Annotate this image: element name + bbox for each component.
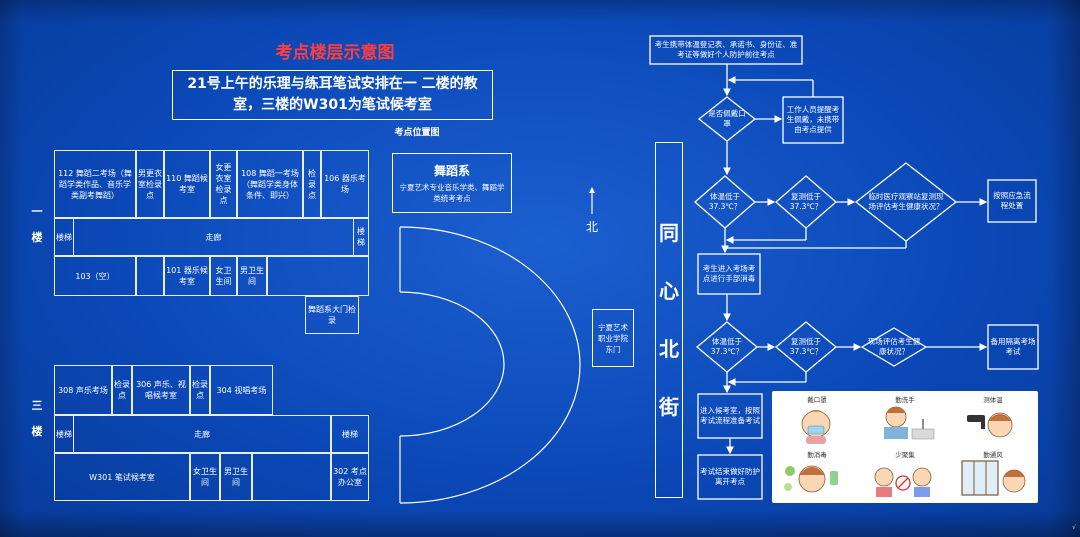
check-point-1: 检录点 xyxy=(303,150,321,218)
floor3-label: 三楼 xyxy=(31,399,43,438)
room-110: 110 舞蹈候考室 xyxy=(164,150,210,218)
flow-waiting: 进入候考室，按照考试流程准备考试 xyxy=(700,406,760,425)
room-112: 112 舞蹈二考场（舞蹈学类作品、音乐学类副考舞蹈） xyxy=(54,150,136,218)
flow-emergency: 按照应急流程处置 xyxy=(993,191,1031,210)
north-label: 北 xyxy=(585,220,598,234)
flow-start: 考生携带体温登记表、承诺书、身份证、准考证等做好个人防护前往考点 xyxy=(654,40,798,59)
north-arrow-icon xyxy=(589,187,595,214)
tip-ventilate: 勤通风 xyxy=(983,451,1003,459)
room-108: 108 舞蹈一考场（舞蹈学类身体条件、即兴） xyxy=(237,150,303,218)
room-103: 103（空） xyxy=(54,256,136,296)
flow-backup-room: 备用隔离考场考试 xyxy=(990,337,1036,356)
tip-temperature: 测体温 xyxy=(983,396,1003,404)
flow-leave: 考试结束做好防护离开考点 xyxy=(700,467,760,486)
flow-q-mask: 是否佩戴口罩 xyxy=(708,109,746,128)
corridor: 走廊 xyxy=(74,218,353,256)
room-w301: W301 笔试候考室 xyxy=(54,453,190,501)
tip-avoid-crowds: 少聚集 xyxy=(895,451,915,459)
male-restroom: 男卫生间 xyxy=(237,256,267,296)
dance-department-name: 舞蹈系 xyxy=(433,164,470,178)
check-point-a: 检录点 xyxy=(112,365,132,415)
male-restroom-3f: 男卫生间 xyxy=(220,453,252,501)
stairs-left-3f: 楼梯 xyxy=(54,415,74,453)
floor1-label: 一楼 xyxy=(31,205,43,244)
location-map-heading: 考点位置图 xyxy=(394,128,440,138)
tip-mask: 戴口罩 xyxy=(807,396,827,404)
dance-gate-check: 舞蹈系大门检录 xyxy=(305,296,359,334)
hygiene-tips-panel: 戴口罩 勤洗手 测体温 勤消毒 少聚集 勤通风 xyxy=(772,391,1038,503)
flow-q-retest2: 复测低于37.3℃？ xyxy=(789,337,823,356)
stairs-right: 楼梯 xyxy=(353,218,369,256)
notice-box: 21号上午的乐理与练耳笔试安排在一 二楼的教室，三楼的W301为笔试候考室 xyxy=(172,70,493,120)
tip-disinfect: 勤消毒 xyxy=(807,451,827,459)
blank-area-3f xyxy=(252,453,331,501)
dance-department-desc: 宁夏艺术专业音乐学类、舞蹈学类统考考点 xyxy=(399,183,505,203)
room-101: 101 器乐候考室 xyxy=(164,256,210,296)
check-point-b: 检录点 xyxy=(190,365,210,415)
dance-department-box: 舞蹈系 宁夏艺术专业音乐学类、舞蹈学类统考考点 xyxy=(392,153,512,213)
flow-q-medical1: 临时医疗观察站复测现场评估考生健康状况？ xyxy=(868,192,944,211)
stairs-left: 楼梯 xyxy=(54,218,74,256)
room-302: 302 考点办公室 xyxy=(331,453,369,501)
flow-q-temp1: 体温低于37.3℃？ xyxy=(708,192,742,211)
room-106: 106 器乐考场 xyxy=(321,150,369,218)
room-304: 304 视唱考场 xyxy=(210,365,273,415)
corner-mark: √ xyxy=(1072,524,1076,531)
east-gate-box: 宁夏艺术职业学院东门 xyxy=(592,309,634,367)
male-changing-room: 男更衣室检录点 xyxy=(136,150,164,218)
cartoon-figures-icon xyxy=(784,406,1026,497)
street-name-box: 同 心 北 街 xyxy=(655,142,683,498)
flow-q-retest1: 复测低于37.3℃？ xyxy=(789,192,823,211)
female-restroom: 女卫生间 xyxy=(210,256,237,296)
corridor-3f: 走廊 xyxy=(74,415,331,453)
page-title: 考点楼层示意图 xyxy=(275,43,395,63)
stairs-right-3f: 楼梯 xyxy=(331,415,369,453)
flow-q-temp2: 体温低于37.3℃？ xyxy=(710,337,744,356)
tip-wash-hands: 勤洗手 xyxy=(895,396,915,404)
blank-room xyxy=(136,256,164,296)
blank-area xyxy=(267,256,369,296)
room-306: 306 声乐、视唱候考室 xyxy=(132,365,190,415)
campus-road-arc xyxy=(399,226,581,504)
flow-staff-remind: 工作人员提醒考生佩戴，未携带由考点提供 xyxy=(786,105,840,134)
female-changing-room: 女更衣室检录点 xyxy=(210,150,237,218)
flow-q-medical2: 现场评估考生健康状况？ xyxy=(867,337,921,356)
female-restroom-3f: 女卫生间 xyxy=(190,453,220,501)
room-308: 308 声乐考场 xyxy=(54,365,112,415)
flow-enter: 考生进入考场考点进行手部消毒 xyxy=(702,264,756,283)
